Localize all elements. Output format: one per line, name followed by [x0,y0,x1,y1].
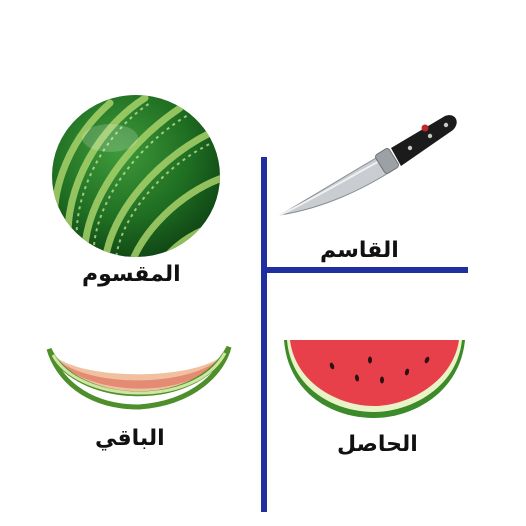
division-horizontal-line [266,267,468,273]
dividend-label: المقسوم [82,262,181,287]
watermelon-rind-image [46,345,232,410]
whole-watermelon-image [52,95,220,257]
remainder-label: الباقي [95,426,165,451]
watermelon-slice-image [284,340,465,418]
divisor-label: القاسم [320,238,399,263]
knife-image [279,115,457,216]
quotient-label: الحاصل [337,432,418,457]
division-vertical-line [261,157,267,512]
